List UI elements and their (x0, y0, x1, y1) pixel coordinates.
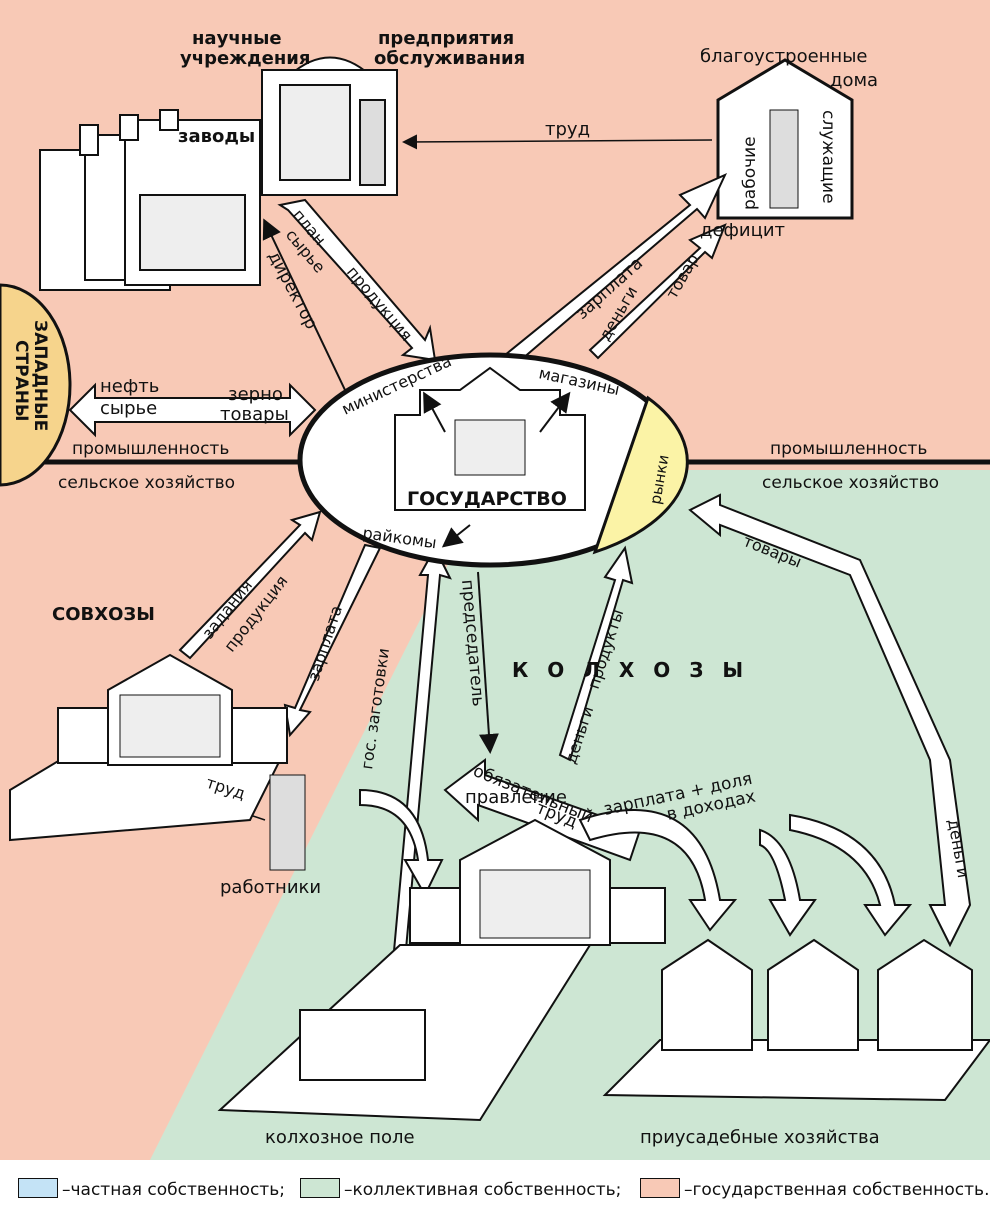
label-scientific-l1: научные (192, 28, 282, 49)
label-agri-right: сельское хозяйство (762, 473, 939, 493)
factories-building (39, 109, 261, 291)
label-goods2: товары (220, 404, 289, 425)
label-western-l2: СТРАНЫ (11, 340, 31, 422)
sovkhoz-worker-standing (269, 774, 306, 871)
arrow-salary-3 (789, 813, 913, 937)
state-official-figure (454, 419, 526, 476)
legend: –частная собственность; –коллективная со… (0, 1160, 990, 1211)
household-field (602, 1039, 990, 1102)
arrow-director (262, 218, 346, 391)
label-sovkhozy: СОВХОЗЫ (52, 604, 155, 625)
arrow-labor-top (402, 134, 713, 150)
legend-collective-swatch (300, 1178, 340, 1198)
arrow-board-salary (578, 809, 738, 932)
label-agri-left: сельское хозяйство (58, 473, 235, 493)
label-board: правление (465, 787, 567, 808)
worker-figure (769, 109, 799, 209)
arrow-money-goods (588, 223, 727, 360)
legend-collective: –коллективная собственность; (300, 1178, 621, 1200)
legend-state-swatch (640, 1178, 680, 1198)
label-state: ГОСУДАРСТВО (407, 488, 567, 510)
arrow-money-products (558, 545, 634, 762)
label-houses-l1: благоустроенные (700, 46, 867, 67)
legend-state: –государственная собственность. (640, 1178, 989, 1200)
label-scientific-l2: учреждения (180, 48, 310, 69)
label-services-l1: предприятия (378, 28, 514, 49)
label-western-l1: ЗАПАДНЫЕ (30, 320, 50, 431)
markets-segment (592, 395, 689, 555)
label-household-plots: приусадебные хозяйства (640, 1127, 880, 1148)
tractor (299, 1009, 426, 1081)
label-employees-word: служащие (818, 110, 838, 204)
label-kolkhoz-field: колхозное поле (265, 1127, 415, 1148)
label-raw2: сырье (100, 398, 157, 419)
legend-private-text: –частная собственность; (62, 1180, 285, 1200)
diagram-svg: научные учреждения предприятия обслужива… (0, 0, 990, 1160)
sovkhoz-workers-figure (119, 694, 221, 758)
service-building (261, 56, 398, 196)
label-kolkhozy: К О Л Х О З Ы (512, 658, 749, 682)
label-workers: работники (220, 877, 321, 898)
arrow-salary-top (503, 173, 728, 367)
label-industry-left: промышленность (72, 439, 229, 459)
arrow-tasks-product (178, 510, 322, 660)
arrow-goods-money-loop (688, 493, 972, 948)
label-deficit: дефицит (700, 220, 785, 241)
arrow-salary-mid (283, 543, 382, 738)
western-countries-shape (0, 283, 72, 487)
label-workers-word: рабочие (740, 136, 760, 210)
legend-private-swatch (18, 1178, 58, 1198)
arrow-to-shops (539, 391, 571, 433)
arrow-to-raikoms (441, 524, 471, 548)
label-labor-top: труд (545, 119, 590, 140)
label-factories: заводы (178, 126, 255, 147)
legend-state-text: –государственная собственность. (684, 1180, 990, 1200)
arrow-salary-2 (759, 828, 817, 937)
label-houses-l2: дома (830, 70, 878, 91)
sovkhoz-field (9, 759, 282, 842)
household-houses (661, 938, 973, 1051)
arrow-to-ministries (423, 391, 446, 433)
legend-private: –частная собственность; (18, 1178, 285, 1200)
legend-collective-text: –коллективная собственность; (344, 1180, 622, 1200)
label-industry-right: промышленность (770, 439, 927, 459)
kolkhoz-board-figure (479, 869, 591, 939)
label-services-l2: обслуживания (374, 48, 525, 69)
arrow-chairman (477, 571, 499, 754)
label-grain: зерно (228, 384, 283, 405)
arrow-oil-grain (68, 382, 317, 438)
label-oil: нефть (100, 376, 159, 397)
